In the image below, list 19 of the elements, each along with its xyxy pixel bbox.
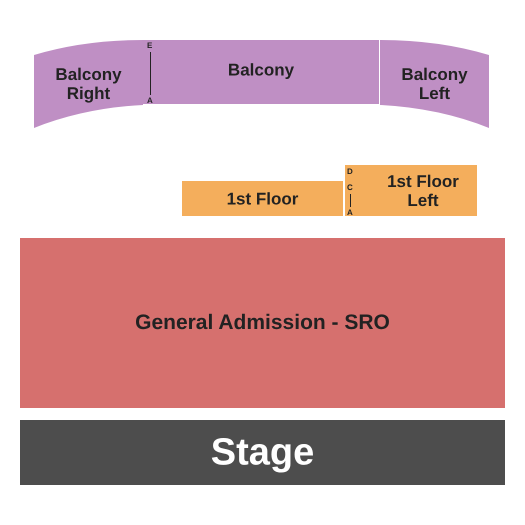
section-label: Balcony Right — [54, 65, 123, 103]
seating-section — [20, 238, 505, 408]
seating-section — [345, 165, 477, 216]
section-label: 1st Floor Left — [386, 172, 460, 210]
row-letter: C — [347, 184, 353, 192]
row-letter: A — [147, 97, 153, 105]
seating-section — [380, 40, 489, 128]
section-label: 1st Floor — [226, 189, 300, 208]
row-letter: E — [147, 42, 152, 50]
section-label: General Admission - SRO — [134, 311, 391, 335]
seating-section — [34, 40, 143, 128]
row-letter: A — [347, 209, 353, 217]
seating-section — [143, 40, 379, 104]
row-letter: D — [347, 168, 353, 176]
stage-area — [20, 420, 505, 485]
section-label: Balcony — [226, 60, 296, 80]
section-label: Balcony Left — [400, 65, 469, 103]
seating-section — [182, 181, 343, 216]
section-label: Stage — [210, 431, 316, 474]
